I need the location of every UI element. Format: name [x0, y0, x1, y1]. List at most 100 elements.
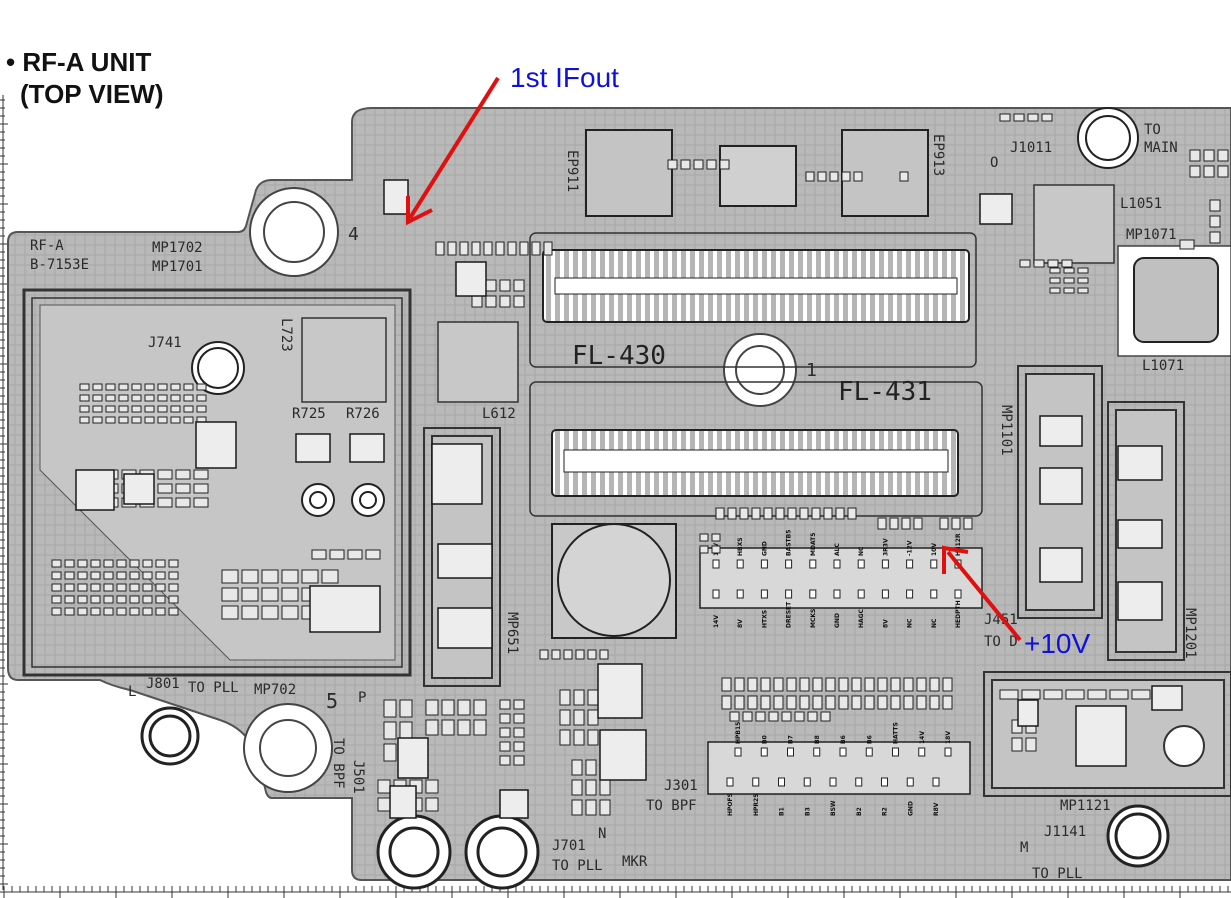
smd-part [473, 699, 487, 716]
oscillator-can [551, 523, 677, 639]
smd-part [221, 569, 239, 584]
smd-part [157, 394, 168, 402]
pin-label: 14V [713, 615, 720, 628]
connector-pin [839, 747, 847, 757]
svg-text:N: N [598, 826, 606, 842]
connector-pin [803, 777, 811, 787]
smd-part [51, 571, 62, 580]
ic-package [1117, 519, 1163, 549]
smd-part [1189, 149, 1201, 162]
connector-pin [833, 559, 841, 569]
pin-label: GND [761, 541, 768, 556]
annotation-if-out: 1st IFout [510, 62, 619, 93]
pin-label: HATTS [893, 722, 900, 744]
smd-part [329, 549, 345, 560]
board-name: RF-A [30, 238, 64, 254]
smd-part [513, 755, 525, 766]
pin-label: NC [931, 618, 938, 628]
mounting-holes [243, 187, 797, 793]
connector-pin [892, 747, 899, 757]
pin-label: HB12R [955, 533, 962, 556]
smd-part [157, 497, 173, 508]
smd-part [383, 743, 397, 762]
smd-part [64, 571, 75, 580]
smd-part [1061, 259, 1073, 268]
svg-text:FL-430: FL-430 [572, 341, 666, 371]
trimmers [301, 483, 385, 517]
connector-pin [906, 777, 914, 787]
connector-pin [857, 589, 865, 599]
connector-pin [760, 589, 768, 599]
smd-part [851, 695, 862, 710]
smd-part [587, 689, 599, 706]
svg-text:EP911: EP911 [564, 150, 580, 192]
svg-text:MAIN: MAIN [1144, 140, 1178, 156]
connector-pin [785, 559, 793, 569]
ic-package [437, 607, 493, 649]
ic-package [437, 543, 493, 579]
smd-part [457, 699, 471, 716]
svg-text:TO PLL: TO PLL [552, 858, 603, 874]
pin-label: BSW [830, 800, 837, 816]
smd-part [916, 677, 927, 692]
smd-part [90, 607, 101, 616]
smd-part [131, 405, 142, 413]
pin-label: B0 [761, 735, 768, 744]
filter-fl431 [529, 381, 983, 517]
ic-package [1151, 685, 1183, 711]
smd-part [1109, 689, 1129, 700]
smd-part [1027, 113, 1039, 122]
smd-part [105, 405, 116, 413]
smd-part [1049, 267, 1061, 274]
smd-part [1203, 149, 1215, 162]
smd-part [929, 695, 940, 710]
pin-label: -12V [907, 540, 914, 556]
smd-part [1087, 689, 1107, 700]
smd-part [747, 695, 758, 710]
smd-part [812, 695, 823, 710]
smd-part [425, 699, 439, 716]
smd-part [693, 159, 704, 170]
shield-mp1071 [1117, 245, 1231, 357]
smd-part [1043, 689, 1063, 700]
smd-part [499, 699, 511, 710]
smd-part [1209, 231, 1221, 244]
smd-part [118, 394, 129, 402]
connector-pin [760, 559, 768, 569]
smd-part [183, 405, 194, 413]
smd-part [425, 719, 439, 736]
smd-part [727, 507, 737, 520]
smd-part [471, 295, 483, 308]
smd-part [157, 469, 173, 480]
smd-part [853, 171, 863, 182]
ic-package [1117, 581, 1163, 621]
pin-label: HEDPTH [955, 600, 962, 628]
smd-part [196, 405, 207, 413]
ic-package [455, 261, 487, 297]
smd-part [901, 517, 911, 530]
smd-part [531, 241, 541, 256]
smd-part [131, 383, 142, 391]
svg-text:P: P [358, 690, 366, 706]
smd-part [221, 587, 239, 602]
ic-package [397, 737, 429, 779]
smd-part [573, 709, 585, 726]
smd-part [864, 695, 875, 710]
corner-mark-4: 4 [348, 224, 359, 245]
connector-pin [833, 589, 841, 599]
smd-part [513, 295, 525, 308]
smd-part [77, 595, 88, 604]
smd-part [1131, 689, 1151, 700]
smd-part [51, 559, 62, 568]
svg-text:TO BPF: TO BPF [330, 738, 346, 789]
svg-text:J501: J501 [350, 760, 366, 794]
connector-pin [954, 589, 962, 599]
pin-label: HPR25 [753, 794, 760, 816]
svg-text:MP702: MP702 [254, 682, 296, 698]
pin-label: 18V [945, 731, 952, 744]
pin-label: HAGC [858, 608, 865, 628]
smd-part [499, 727, 511, 738]
arrow-plus10v [946, 550, 1022, 642]
smd-part [142, 559, 153, 568]
smd-part [807, 711, 818, 722]
